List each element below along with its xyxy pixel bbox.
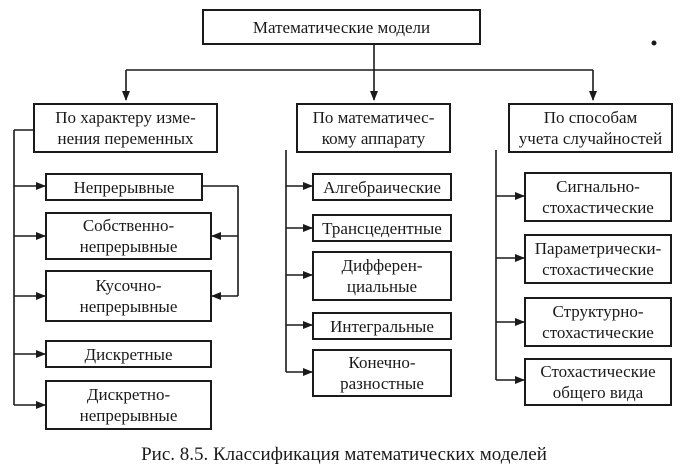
node-signal-stochastic: Сигнально- стохастические	[524, 172, 672, 222]
node-general-stochastic: Стохастические общего вида	[524, 358, 672, 406]
node-piecewise-continuous: Кусочно- непрерывные	[45, 270, 212, 322]
node-parametric-stochastic: Параметрически- стохастические	[524, 234, 672, 284]
group-header-variables: По характеру изме- нения переменных	[33, 103, 218, 153]
node-discrete-continuous: Дискретно- непрерывные	[45, 380, 212, 430]
node-algebraic: Алгебраические	[312, 173, 452, 201]
figure-caption: Рис. 8.5. Классификация математических м…	[141, 444, 547, 465]
node-integral: Интегральные	[312, 312, 452, 340]
root-node: Математические модели	[202, 9, 481, 45]
speck-dot	[651, 40, 657, 46]
group-header-math-apparatus: По математичес- кому аппарату	[296, 103, 451, 153]
node-differential: Дифферен- циальные	[312, 251, 452, 301]
node-continuous: Непрерывные	[45, 173, 203, 201]
group-header-randomness: По способам учета случайностей	[508, 103, 673, 153]
node-proper-continuous: Собственно- непрерывные	[45, 212, 212, 260]
node-structural-stochastic: Структурно- стохастические	[524, 297, 672, 347]
node-transcendental: Трансцедентные	[312, 214, 452, 242]
node-finite-difference: Конечно- разностные	[312, 349, 452, 397]
node-discrete: Дискретные	[45, 340, 212, 368]
